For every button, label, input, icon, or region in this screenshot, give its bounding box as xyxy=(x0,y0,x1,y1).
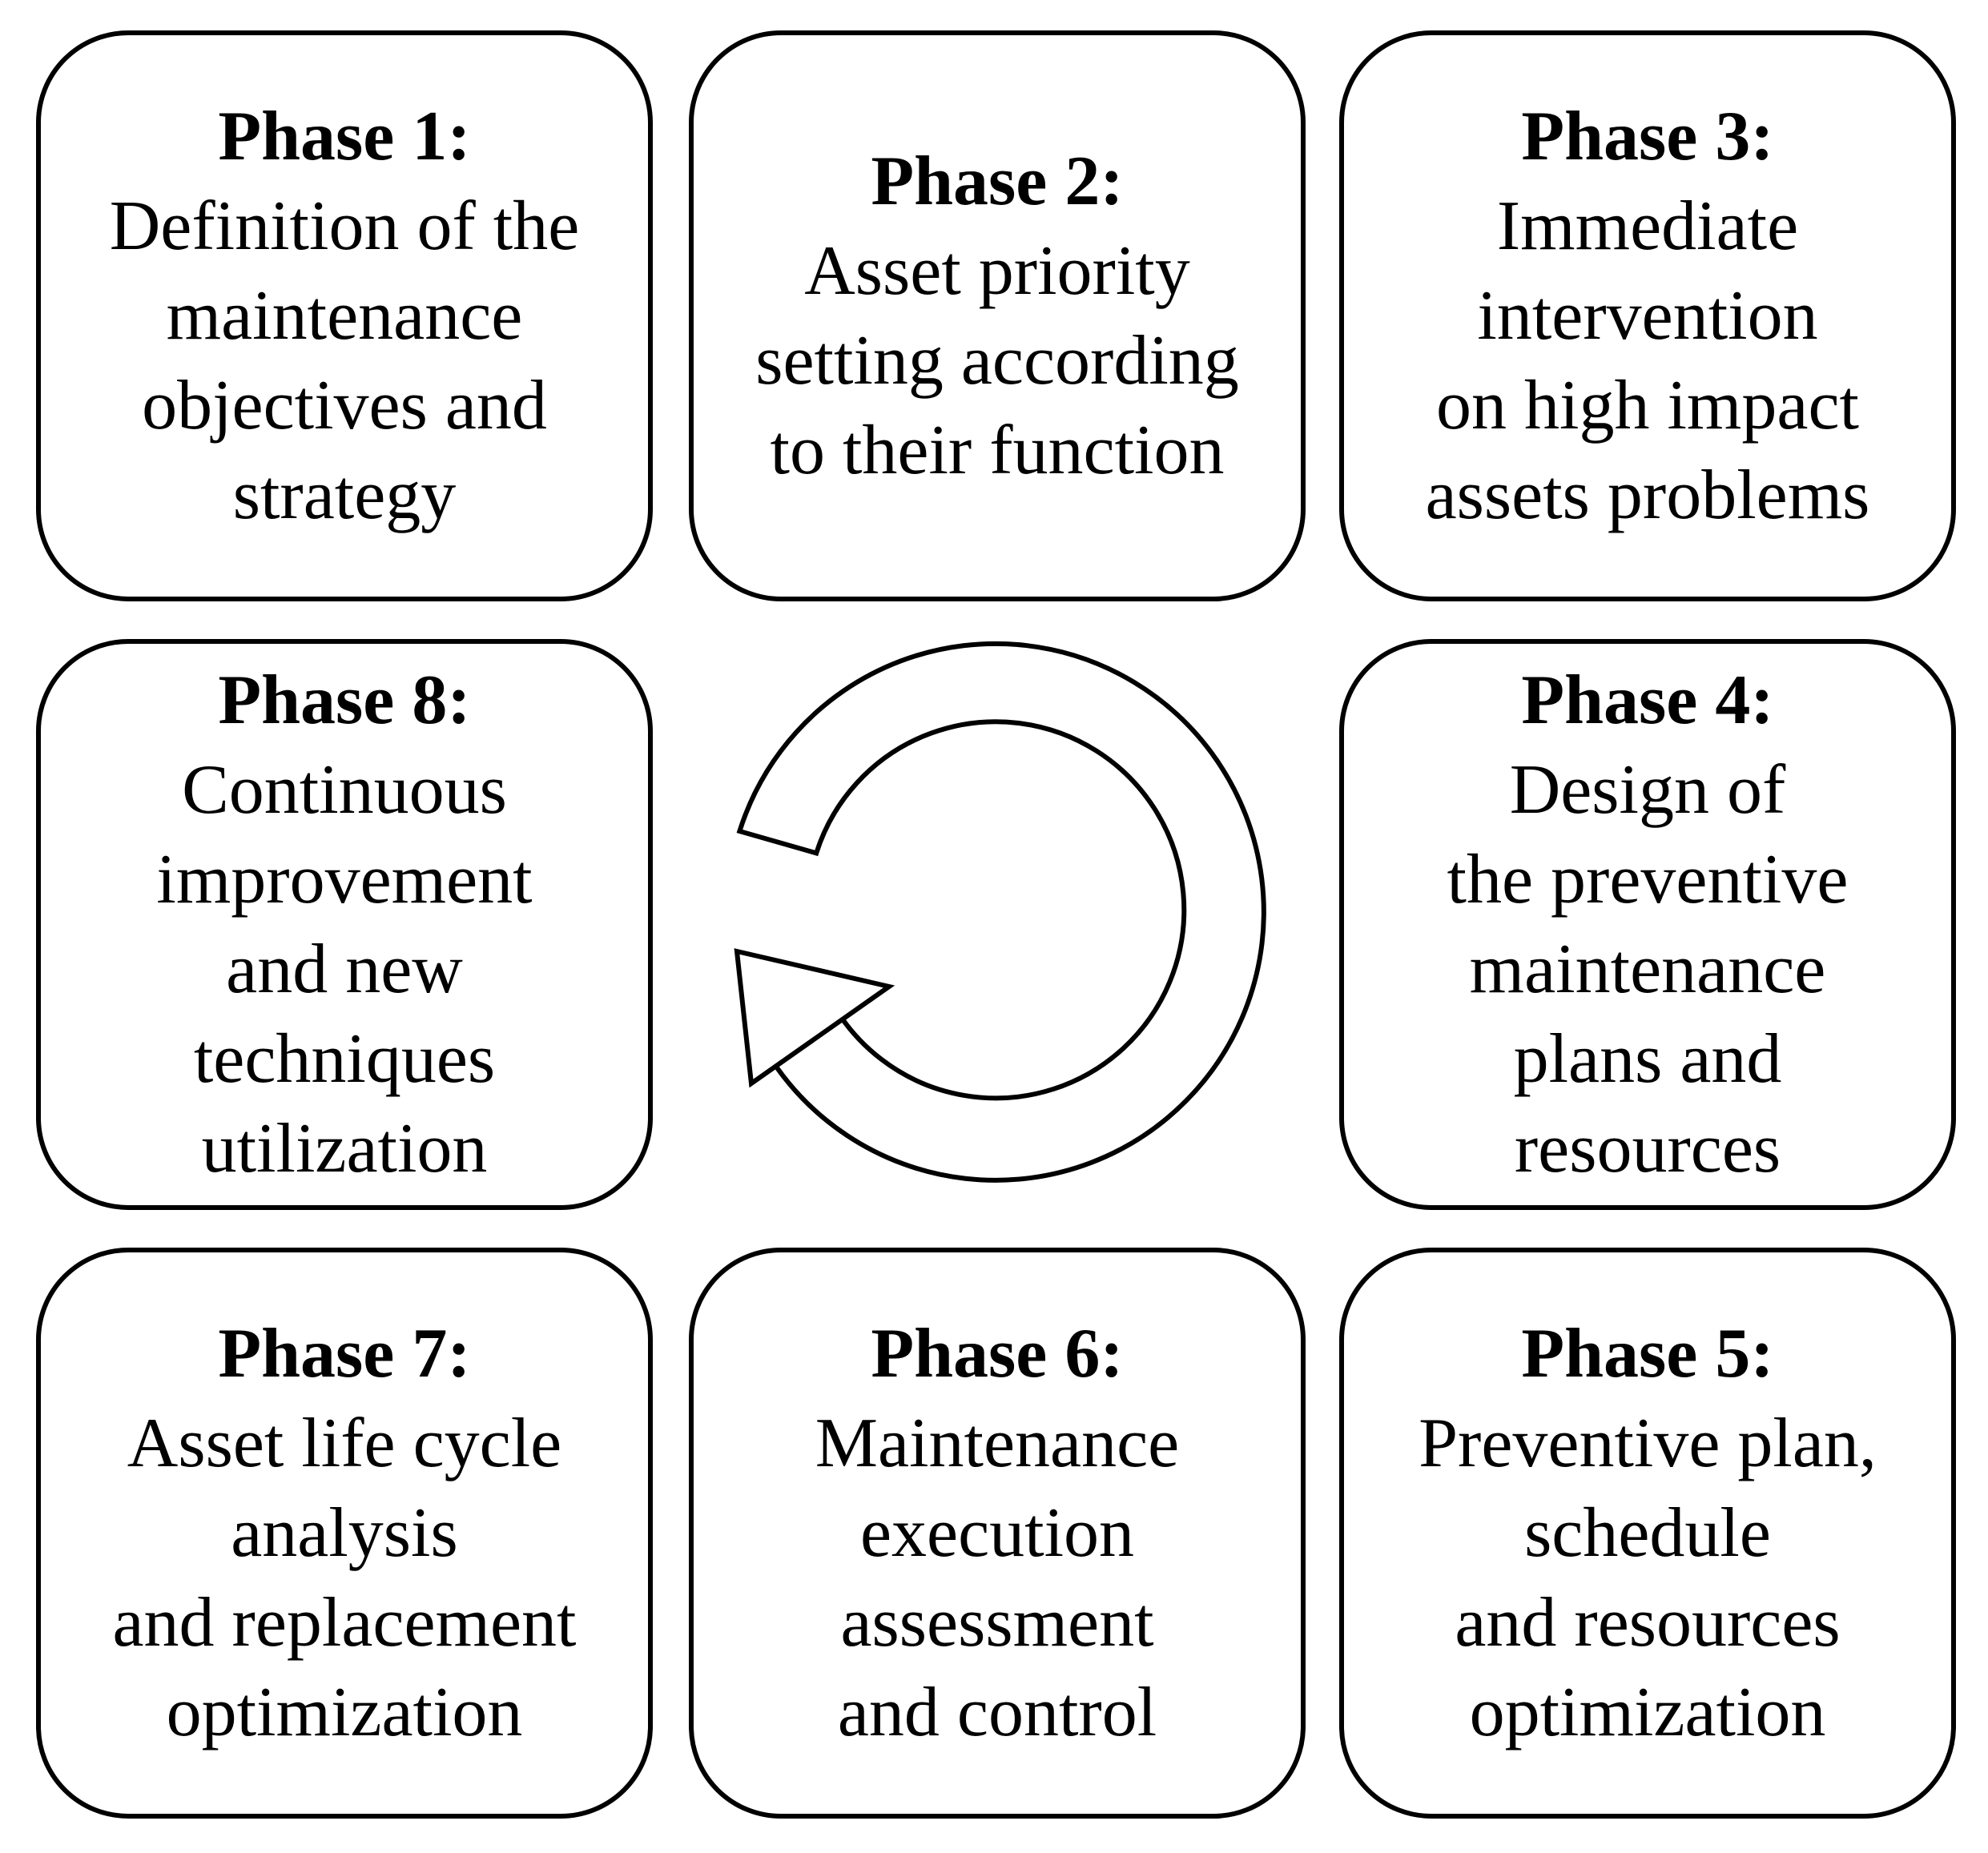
phase-5-line-4: optimization xyxy=(1469,1673,1826,1751)
cycle-arrow-ring xyxy=(736,641,1266,1183)
phase-2-box: Phase 2: Asset priority setting accordin… xyxy=(689,30,1306,601)
phase-1-box: Phase 1: Definition of the maintenance o… xyxy=(36,30,653,601)
phase-5-box: Phase 5: Preventive plan, schedule and r… xyxy=(1339,1248,1956,1819)
phase-3-line-4: assets problems xyxy=(1425,456,1870,534)
phase-6-title: Phase 6: xyxy=(871,1314,1124,1393)
phase-8-line-1: Continuous xyxy=(182,750,507,829)
phase-4-line-2: the preventive xyxy=(1447,840,1849,918)
phase-1-line-2: maintenance xyxy=(166,276,523,355)
phase-3-line-1: Immediate xyxy=(1496,187,1799,265)
phase-2-title: Phase 2: xyxy=(871,142,1124,220)
phase-1-line-1: Definition of the xyxy=(109,187,580,265)
phase-8-line-5: utilization xyxy=(201,1109,488,1188)
phase-4-line-4: plans and xyxy=(1513,1019,1782,1098)
phase-6-line-1: Maintenance xyxy=(815,1404,1180,1482)
phase-6-line-3: assessment xyxy=(840,1583,1154,1662)
phase-1-line-3: objectives and xyxy=(142,366,547,444)
phase-7-box: Phase 7: Asset life cycle analysis and r… xyxy=(36,1248,653,1819)
phase-8-title: Phase 8: xyxy=(218,661,471,739)
phase-7-line-2: analysis xyxy=(231,1493,458,1572)
phase-3-title: Phase 3: xyxy=(1521,97,1774,175)
phase-8-line-2: improvement xyxy=(156,840,533,918)
phase-2-line-2: setting according xyxy=(755,321,1239,400)
phase-8-line-4: techniques xyxy=(193,1019,496,1098)
phase-8-box: Phase 8: Continuous improvement and new … xyxy=(36,639,653,1210)
cycle-arrow-seam xyxy=(767,998,830,1052)
phase-1-title: Phase 1: xyxy=(218,97,471,175)
phase-5-line-2: schedule xyxy=(1524,1493,1771,1572)
phase-2-line-3: to their function xyxy=(770,411,1225,489)
phase-7-line-4: optimization xyxy=(166,1673,523,1751)
phase-7-title: Phase 7: xyxy=(218,1314,471,1393)
phase-3-line-2: intervention xyxy=(1477,276,1818,355)
phase-4-box: Phase 4: Design of the preventive mainte… xyxy=(1339,639,1956,1210)
phase-4-line-3: maintenance xyxy=(1469,930,1826,1008)
phase-7-line-1: Asset life cycle xyxy=(127,1404,562,1482)
phase-4-title: Phase 4: xyxy=(1521,661,1774,739)
phase-7-line-3: and replacement xyxy=(112,1583,577,1662)
phase-6-box: Phase 6: Maintenance execution assessmen… xyxy=(689,1248,1306,1819)
phase-3-line-3: on high impact xyxy=(1436,366,1859,444)
phase-6-line-2: execution xyxy=(859,1493,1135,1572)
phase-6-line-4: and control xyxy=(837,1673,1157,1751)
phase-3-box: Phase 3: Immediate intervention on high … xyxy=(1339,30,1956,601)
phase-4-line-1: Design of xyxy=(1509,750,1786,829)
phase-5-title: Phase 5: xyxy=(1521,1314,1774,1393)
phase-4-line-5: resources xyxy=(1514,1109,1781,1188)
cycle-arrow-icon xyxy=(734,641,1266,1183)
phase-1-line-4: strategy xyxy=(232,456,457,534)
phase-8-line-3: and new xyxy=(226,930,463,1008)
phase-5-line-3: and resources xyxy=(1455,1583,1841,1662)
phase-5-line-1: Preventive plan, xyxy=(1419,1404,1877,1482)
phase-2-line-1: Asset priority xyxy=(804,231,1190,310)
